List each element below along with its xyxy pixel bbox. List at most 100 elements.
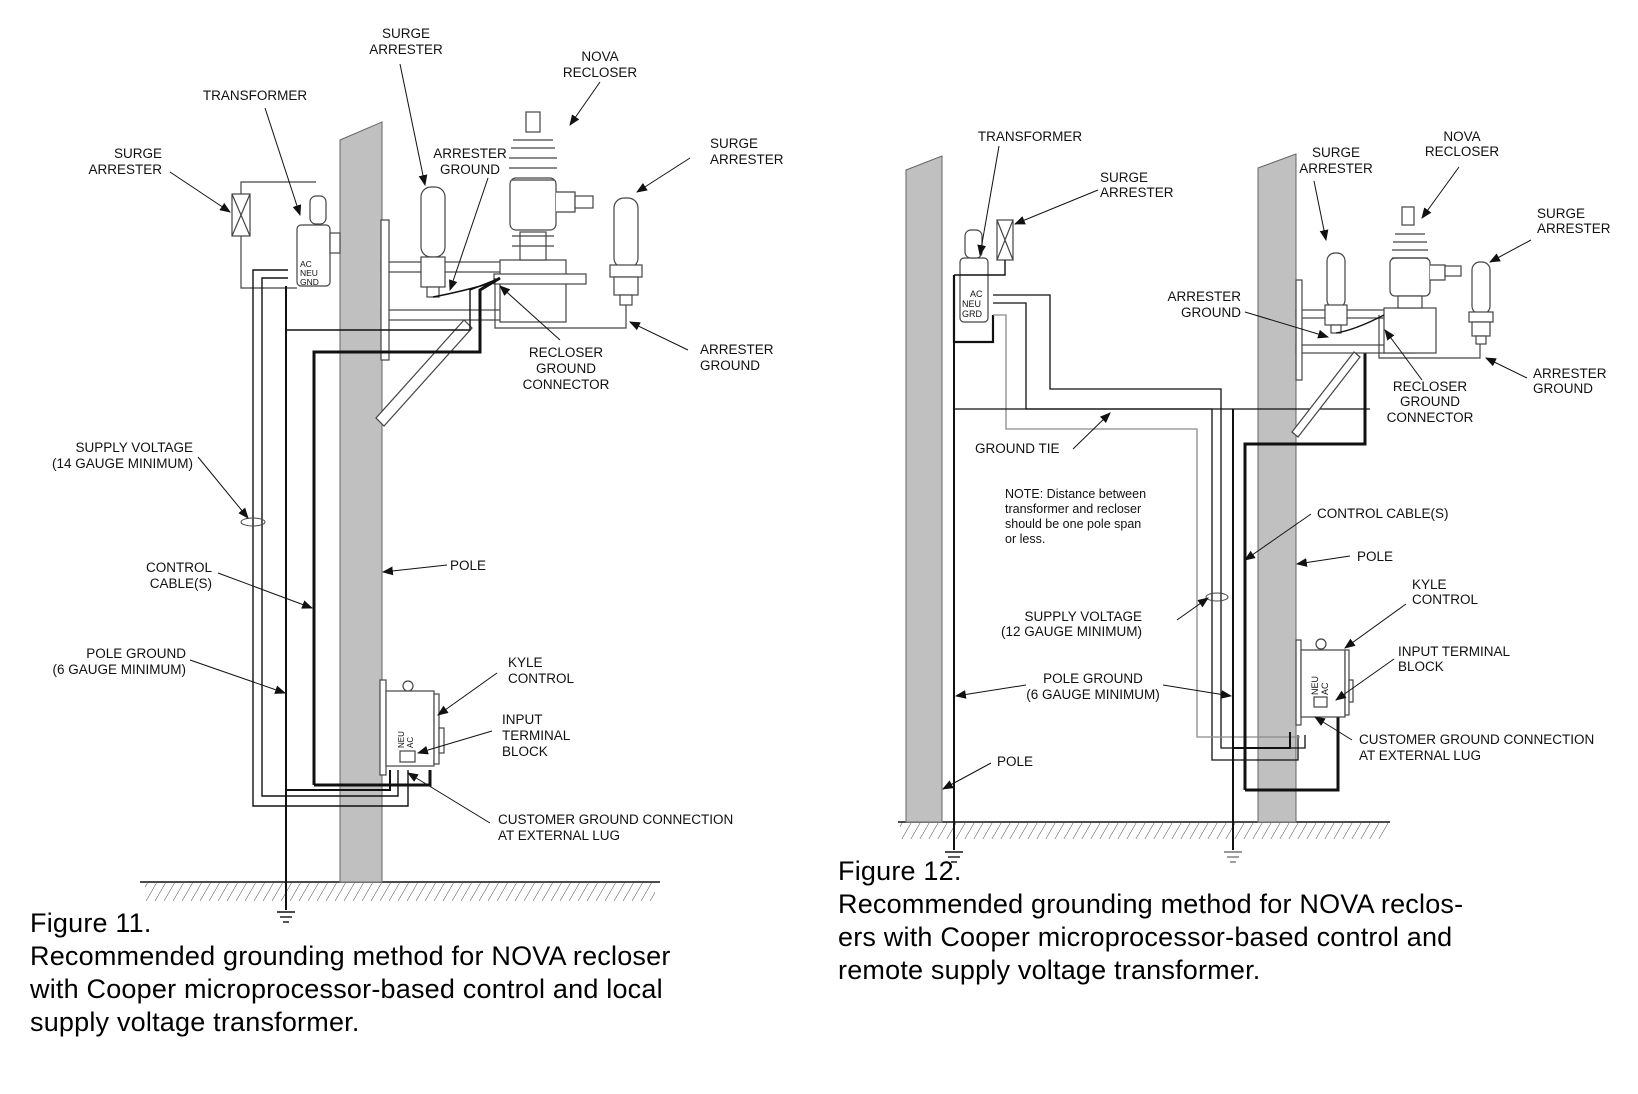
wires	[952, 260, 1370, 850]
label-recloser-ground-connector-1: RECLOSER	[1393, 379, 1468, 394]
figure-12-caption: Figure 12. Recommended grounding method …	[838, 855, 1598, 987]
label-kyle-control-1: KYLE	[1412, 577, 1447, 592]
label-surge-arrester-left-1: SURGE	[1312, 145, 1360, 160]
surge-arrester-right	[609, 197, 643, 306]
figure-12-drawing: AC NEU GRD	[898, 129, 1611, 863]
transformer	[959, 219, 1014, 323]
label-input-terminal-block-1: INPUT TERMINAL	[1398, 644, 1511, 659]
nova-recloser	[493, 111, 594, 323]
control-terminal-neu: NEU	[397, 731, 406, 748]
label-arrester-ground-right-2: GROUND	[700, 358, 760, 373]
transformer-terminal-grd: GRD	[962, 309, 983, 319]
label-surge-arrester-transformer-2: ARRESTER	[1100, 185, 1174, 200]
transformer-terminal-ac: AC	[300, 259, 312, 269]
nova-recloser	[1383, 206, 1462, 354]
figure-11-labels: SURGE ARRESTER NOVA RECLOSER TRANSFORMER…	[52, 26, 784, 843]
ground-hatch	[900, 823, 1388, 839]
label-pole-ground-2: (6 GAUGE MINIMUM)	[1026, 687, 1160, 702]
label-pole-right: POLE	[1357, 549, 1393, 564]
label-pole-ground-1: POLE GROUND	[1043, 671, 1143, 686]
label-control-cables: CONTROL CABLE(S)	[1317, 506, 1449, 521]
label-transformer: TRANSFORMER	[203, 88, 308, 103]
label-supply-voltage-2: (12 GAUGE MINIMUM)	[1001, 624, 1142, 639]
label-recloser-ground-connector-1: RECLOSER	[529, 345, 604, 360]
label-recloser-ground-connector-3: CONNECTOR	[523, 377, 610, 392]
transformer-terminal-neu: NEU	[300, 268, 318, 278]
label-input-terminal-block-1: INPUT	[502, 712, 543, 727]
label-kyle-control-1: KYLE	[508, 655, 543, 670]
label-transformer: TRANSFORMER	[978, 129, 1083, 144]
label-surge-arrester-right-1: SURGE	[710, 136, 758, 151]
figure-11-caption-line-3: supply voltage transformer.	[30, 1007, 360, 1037]
label-surge-arrester-right-2: ARRESTER	[710, 152, 784, 167]
label-arrester-ground-left-1: ARRESTER	[1167, 289, 1241, 304]
label-supply-voltage-1: SUPPLY VOLTAGE	[1024, 609, 1142, 624]
transformer-terminal-neu: NEU	[962, 299, 981, 309]
label-control-cables-2: CABLE(S)	[150, 576, 212, 591]
label-arrester-ground-left-2: GROUND	[440, 162, 500, 177]
label-surge-arrester-top-1: SURGE	[382, 26, 430, 41]
label-surge-arrester-top-2: ARRESTER	[369, 42, 443, 57]
label-input-terminal-block-2: BLOCK	[1398, 659, 1444, 674]
kyle-control-box	[379, 679, 445, 776]
label-input-terminal-block-2: TERMINAL	[502, 728, 571, 743]
surge-arrester-box	[231, 193, 251, 237]
label-note-3: should be one pole span	[1005, 517, 1141, 531]
label-surge-arrester-left-2: ARRESTER	[1299, 161, 1373, 176]
control-terminal-ac: AC	[1320, 682, 1330, 695]
label-surge-arrester-right-2: ARRESTER	[1537, 221, 1611, 236]
label-pole: POLE	[450, 558, 486, 573]
figure-12-caption-line-3: remote supply voltage transformer.	[838, 955, 1261, 985]
label-recloser-ground-connector-2: GROUND	[536, 361, 596, 376]
ground-symbol	[277, 911, 295, 923]
surge-arrester-left	[1324, 252, 1348, 334]
figure-11-title: Figure 11.	[30, 908, 152, 938]
ground-symbol-left	[945, 851, 963, 863]
label-arrester-ground-left-2: GROUND	[1181, 305, 1241, 320]
figure-12-labels: TRANSFORMER SURGE ARRESTER SURGE ARRESTE…	[975, 129, 1611, 769]
label-kyle-control-2: CONTROL	[1412, 592, 1478, 607]
figure-11-caption-line-1: Recommended grounding method for NOVA re…	[30, 941, 671, 971]
label-recloser-ground-connector-2: GROUND	[1400, 394, 1460, 409]
label-kyle-control-2: CONTROL	[508, 671, 574, 686]
label-recloser-ground-connector-3: CONNECTOR	[1387, 410, 1474, 425]
ground-symbol-right	[1224, 851, 1242, 863]
ground-hatch	[145, 883, 655, 901]
label-nova-recloser-2: RECLOSER	[1425, 144, 1500, 159]
label-pole-ground-2: (6 GAUGE MINIMUM)	[53, 662, 187, 677]
pole	[339, 121, 383, 883]
leader-arrows	[942, 145, 1532, 790]
surge-arrester-right	[1468, 261, 1494, 345]
figure-11-caption: Figure 11. Recommended grounding method …	[30, 907, 810, 1039]
label-note-1: NOTE: Distance between	[1005, 487, 1146, 501]
figure-12-caption-line-1: Recommended grounding method for NOVA re…	[838, 889, 1464, 919]
label-pole-ground-1: POLE GROUND	[86, 646, 186, 661]
label-note-4: or less.	[1005, 532, 1045, 546]
label-customer-ground-2: AT EXTERNAL LUG	[1359, 748, 1481, 763]
figure-11-caption-line-2: with Cooper microprocessor-based control…	[30, 974, 663, 1004]
label-ground-tie: GROUND TIE	[975, 441, 1060, 456]
label-customer-ground-1: CUSTOMER GROUND CONNECTION	[1359, 732, 1594, 747]
label-control-cables-1: CONTROL	[146, 560, 212, 575]
crossarms	[1291, 279, 1415, 438]
figure-12-caption-line-2: ers with Cooper microprocessor-based con…	[838, 922, 1453, 952]
label-pole-left: POLE	[997, 754, 1033, 769]
label-supply-voltage-2: (14 GAUGE MINIMUM)	[52, 456, 193, 471]
transformer-terminal-gnd: GND	[300, 277, 319, 287]
label-customer-ground-2: AT EXTERNAL LUG	[498, 828, 620, 843]
label-supply-voltage-1: SUPPLY VOLTAGE	[75, 440, 193, 455]
label-arrester-ground-left-1: ARRESTER	[433, 146, 507, 161]
label-note-2: transformer and recloser	[1005, 502, 1141, 516]
transformer	[296, 195, 341, 287]
figure-12-title: Figure 12.	[838, 856, 962, 886]
kyle-control-box	[1295, 638, 1354, 726]
control-terminal-neu: NEU	[1310, 676, 1320, 695]
label-surge-arrester-left-2: ARRESTER	[88, 162, 162, 177]
label-nova-recloser-1: NOVA	[581, 49, 618, 64]
label-arrester-ground-right-1: ARRESTER	[700, 342, 774, 357]
label-input-terminal-block-3: BLOCK	[502, 744, 548, 759]
label-nova-recloser-2: RECLOSER	[563, 65, 638, 80]
label-arrester-ground-right-2: GROUND	[1533, 381, 1593, 396]
pole-right	[1257, 153, 1297, 823]
